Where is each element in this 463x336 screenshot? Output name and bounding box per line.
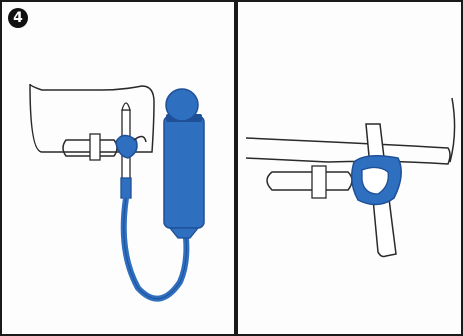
container-outline: [29, 83, 155, 153]
strap-inner: [361, 166, 389, 195]
left-panel: 4: [0, 0, 236, 336]
hose-connector: [120, 177, 132, 199]
float-ball: [165, 88, 199, 122]
clip-hook: [133, 135, 147, 143]
step-number-badge: 4: [8, 8, 28, 28]
filter-bottom-taper: [168, 227, 200, 239]
left-panel-illustration: [29, 83, 205, 302]
right-panel: [236, 0, 463, 336]
handle-slot: [266, 171, 353, 191]
strap-band: [89, 133, 101, 161]
right-panel-illustration: [245, 97, 456, 258]
hose-clip: [115, 134, 138, 159]
container-side: [449, 97, 456, 163]
strap-band: [311, 165, 327, 199]
container-edge: [245, 137, 451, 165]
tube-tip: [121, 102, 131, 111]
filter-cartridge: [163, 115, 205, 229]
